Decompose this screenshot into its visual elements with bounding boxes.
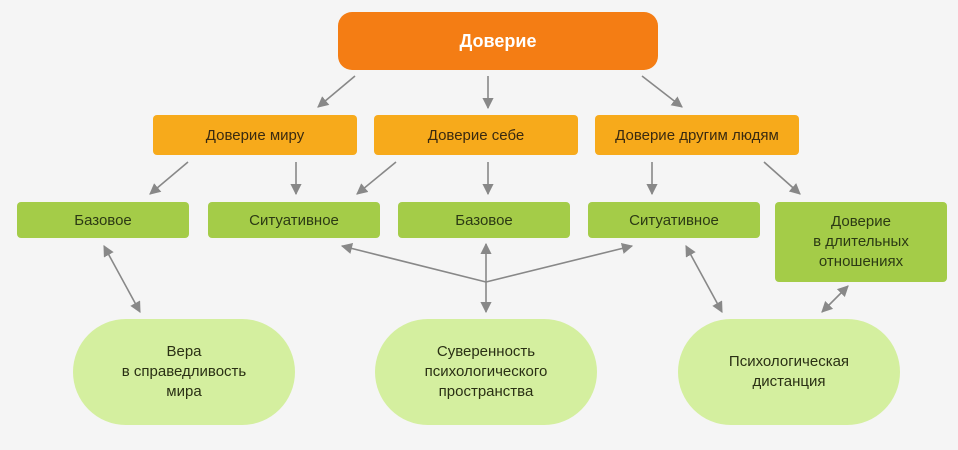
root-label: Доверие bbox=[459, 30, 537, 51]
arrow-world-to-basic bbox=[149, 161, 189, 195]
node-trust-self: Доверие себе bbox=[374, 115, 578, 155]
arrow-basic-faith bbox=[103, 245, 141, 313]
node-label: Доверие миру bbox=[205, 126, 305, 144]
node-basic-world: Базовое bbox=[17, 202, 189, 238]
node-long-term-relationships: Доверие в длительных отношениях bbox=[775, 202, 947, 282]
arrow-situational-sovereignty-left bbox=[340, 243, 487, 283]
outcome-psychological-distance: Психологическая дистанция bbox=[678, 319, 900, 425]
outcome-label: Психологическая дистанция bbox=[728, 353, 850, 390]
arrow-root-to-world bbox=[317, 75, 356, 108]
arrow-situational-distance bbox=[685, 245, 723, 313]
node-situational-others: Ситуативное bbox=[588, 202, 760, 238]
arrow-long-term-distance bbox=[821, 285, 849, 313]
node-label: Базовое bbox=[455, 211, 513, 229]
outcome-label: Суверенность психологического пространст… bbox=[424, 343, 548, 400]
arrow-self-to-situational bbox=[356, 161, 397, 195]
node-label: Ситуативное bbox=[249, 211, 339, 229]
arrow-root-to-others bbox=[641, 75, 683, 108]
arrow-situational-sovereignty-right bbox=[485, 242, 634, 283]
arrow-others-to-long-term bbox=[763, 161, 801, 195]
outcome-label: Вера в справедливость мира bbox=[121, 343, 247, 400]
node-basic-self: Базовое bbox=[398, 202, 570, 238]
node-situational-world: Ситуативное bbox=[208, 202, 380, 238]
outcome-faith-in-justice: Вера в справедливость мира bbox=[73, 319, 295, 425]
node-trust-others: Доверие другим людям bbox=[595, 115, 799, 155]
node-label: Доверие другим людям bbox=[615, 126, 779, 144]
node-label: Доверие себе bbox=[427, 126, 525, 144]
node-label: Ситуативное bbox=[629, 211, 719, 229]
node-trust-world: Доверие миру bbox=[153, 115, 357, 155]
root-node-trust: Доверие bbox=[338, 12, 658, 70]
node-label: Базовое bbox=[74, 211, 132, 229]
outcome-sovereignty: Суверенность психологического пространст… bbox=[375, 319, 597, 425]
node-label: Доверие в длительных отношениях bbox=[813, 213, 909, 270]
